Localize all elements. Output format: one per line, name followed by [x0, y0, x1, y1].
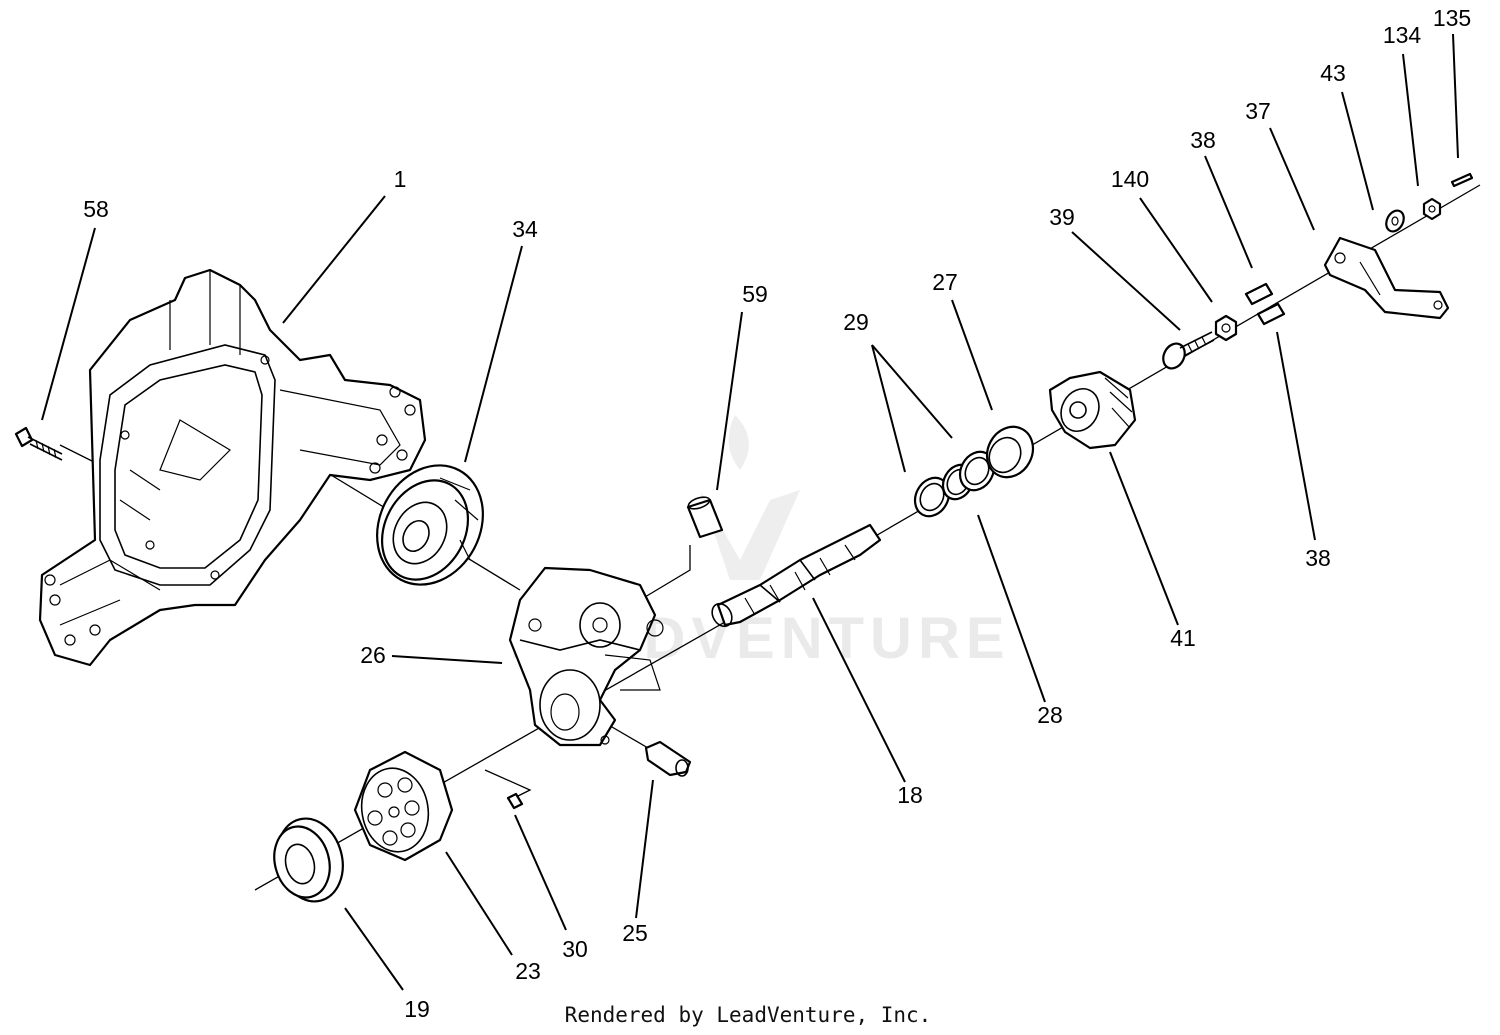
- callout-134: 134: [1383, 22, 1422, 48]
- part-key-30: [506, 792, 524, 810]
- part-nut-134: [1422, 197, 1442, 221]
- callout-28: 28: [1037, 702, 1063, 728]
- part-bracket-37: [1323, 236, 1450, 320]
- part-nut-140: [1214, 314, 1238, 342]
- part-center-section-26: [508, 566, 664, 747]
- callout-41: 41: [1170, 625, 1196, 651]
- part-pulley-41: [1048, 370, 1137, 450]
- callout-labels: 1 58 34 59 29 27 39 140 38 37 43 134 135…: [83, 5, 1471, 1022]
- callout-18: 18: [897, 782, 923, 808]
- part-thrust-bearing-19: [273, 817, 344, 903]
- callout-38-lower: 38: [1305, 545, 1331, 571]
- part-rings-29: [913, 450, 996, 518]
- part-pins-38: [1244, 282, 1286, 326]
- watermark-logo: [700, 415, 800, 580]
- callout-59: 59: [742, 281, 768, 307]
- part-screw-39: [1162, 331, 1215, 370]
- part-housing: [38, 268, 427, 667]
- part-bolt-58: [14, 426, 63, 461]
- part-cotter-pin-135: [1450, 172, 1474, 188]
- part-bearing-27: [985, 425, 1035, 479]
- callout-26: 26: [360, 642, 386, 668]
- part-pin-59: [686, 496, 724, 539]
- callout-135: 135: [1433, 5, 1471, 31]
- housing-bolt-holes: [44, 355, 416, 646]
- callout-39: 39: [1049, 204, 1075, 230]
- callout-140: 140: [1111, 166, 1149, 192]
- callout-29: 29: [843, 309, 869, 335]
- callout-25: 25: [622, 920, 648, 946]
- callout-37: 37: [1245, 98, 1271, 124]
- part-cover-34: [376, 464, 484, 586]
- callout-43: 43: [1320, 60, 1346, 86]
- part-washer-43: [1385, 209, 1405, 233]
- callout-19: 19: [404, 996, 430, 1022]
- part-fitting-25: [644, 740, 692, 777]
- callout-27: 27: [932, 269, 958, 295]
- callout-38-upper: 38: [1190, 127, 1216, 153]
- leader-lines: [41, 33, 1459, 991]
- part-cylinder-block-23: [353, 750, 454, 862]
- callout-58: 58: [83, 196, 109, 222]
- callout-23: 23: [515, 958, 541, 984]
- callout-34: 34: [512, 216, 538, 242]
- callout-30: 30: [562, 936, 588, 962]
- credit-text: Rendered by LeadVenture, Inc.: [565, 1003, 932, 1027]
- callout-1: 1: [394, 166, 407, 192]
- part-shaft-18: [711, 523, 882, 628]
